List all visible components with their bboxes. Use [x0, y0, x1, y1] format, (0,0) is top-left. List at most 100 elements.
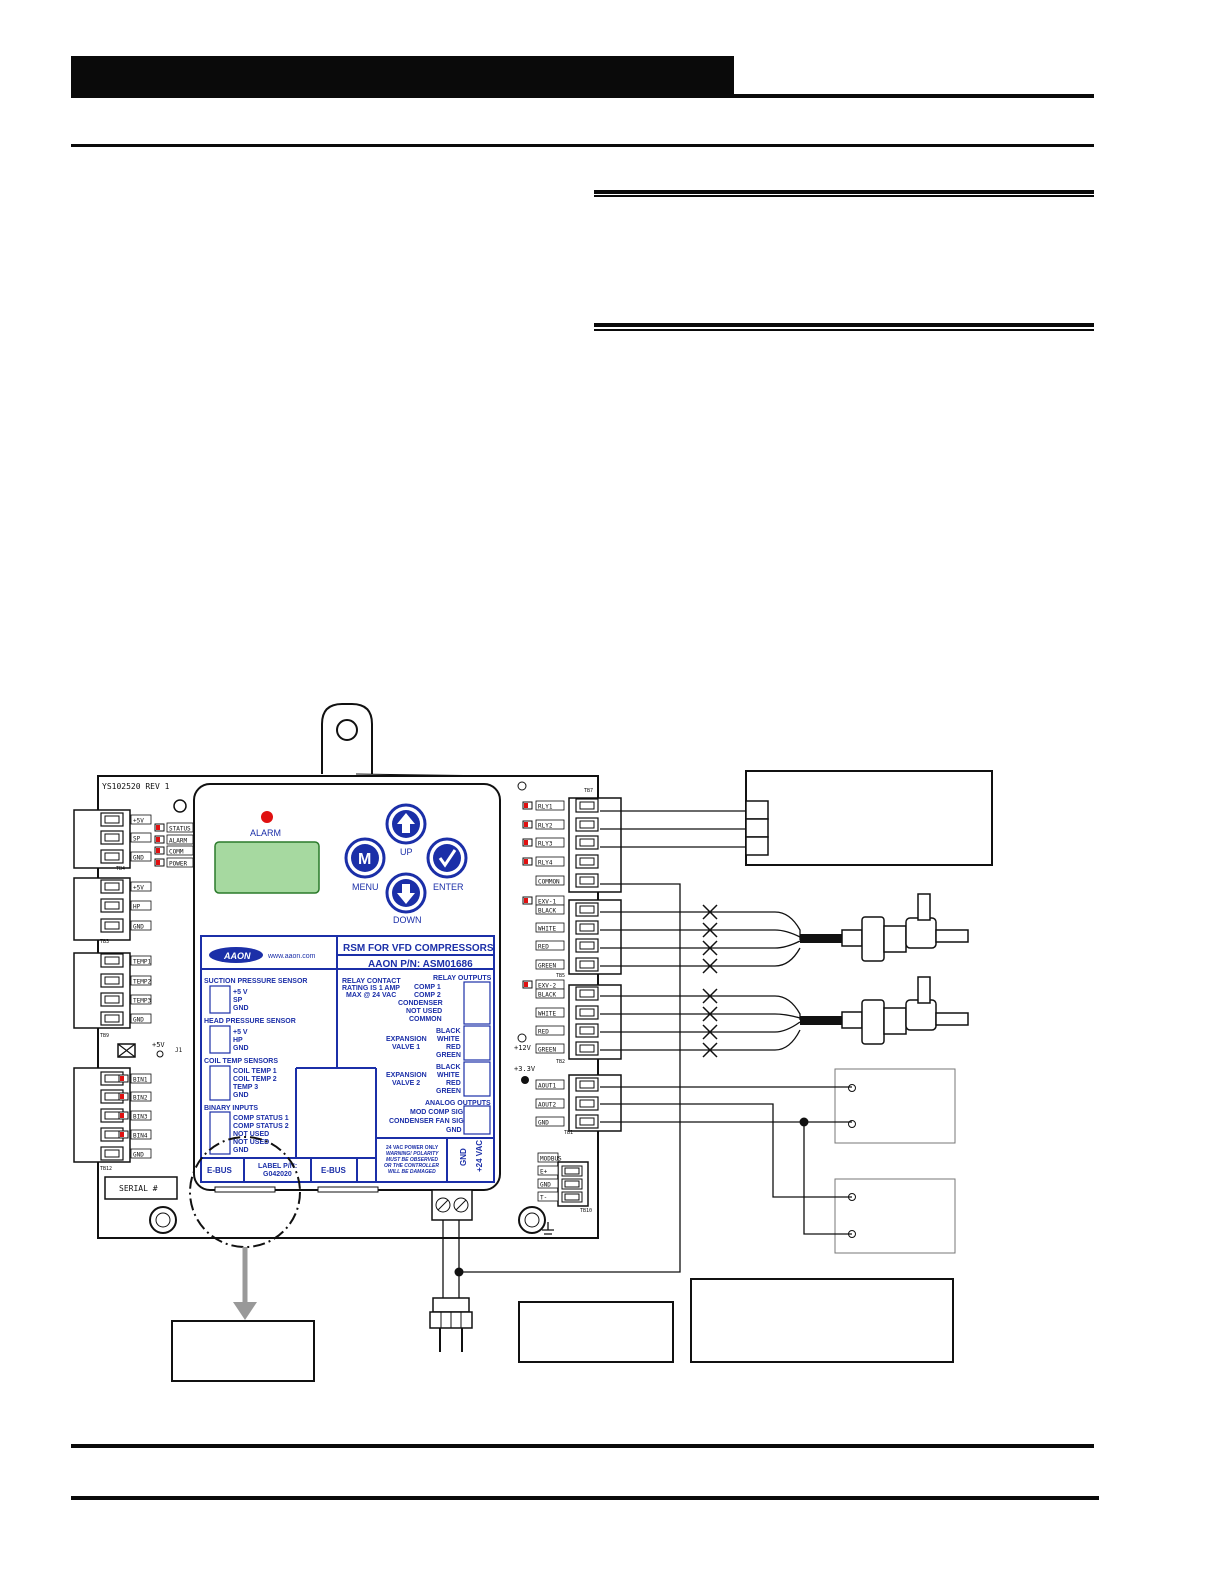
terminal-label: SP [133, 836, 141, 843]
relay-note: RATING IS 1 AMP [342, 985, 400, 992]
binary-pin-label: COMP STATUS 2 [233, 1123, 289, 1130]
coil-pin-label: GND [233, 1092, 249, 1099]
terminal-row: WHITE [535, 920, 599, 935]
relay-pin-label: COMP 1 [414, 984, 441, 991]
exp1-pin-label: GREEN [436, 1052, 461, 1059]
analog-device-2 [834, 1178, 956, 1254]
down-label: DOWN [393, 915, 422, 925]
terminal-label: RED [538, 944, 549, 951]
led-label: ALARM [169, 838, 187, 845]
arrow-down-icon [397, 884, 415, 904]
aaon-logo [209, 947, 263, 963]
tb-label: TB10 [580, 1208, 592, 1214]
wiring-lines [442, 810, 852, 1298]
led-indicator [120, 1076, 124, 1081]
zoom-circle [189, 1136, 301, 1248]
led-indicator [524, 859, 528, 864]
suction-title: SUCTION PRESSURE SENSOR [204, 978, 307, 985]
supply-12v-label: +12V [514, 1044, 532, 1052]
terminal-label: GND [133, 1152, 144, 1159]
website: www.aaon.com [267, 953, 316, 960]
terminal-row: RED [535, 938, 599, 953]
lcd-display [214, 841, 320, 894]
ebus-label-left: E-BUS [207, 1166, 233, 1175]
led-indicator [524, 982, 528, 987]
alarm-led [261, 811, 273, 823]
exp2-title: VALVE 2 [392, 1080, 420, 1087]
left-terminal-labels: +5VSPGND+5VHPGNDTEMP1TEMP2TEMP3GNDBIN1BI… [100, 812, 152, 1161]
power-warning: OR THE CONTROLLER [384, 1163, 439, 1169]
terminal-row: +5V [100, 812, 152, 827]
coil-title: COIL TEMP SENSORS [204, 1058, 278, 1065]
terminal-row: BIN4 [100, 1127, 152, 1142]
tb-label: TB4 [116, 866, 125, 872]
terminal-label: BIN1 [133, 1077, 148, 1084]
down-button[interactable] [385, 872, 427, 914]
section-rule [71, 144, 1094, 147]
terminal-label: MODBUS [540, 1156, 562, 1163]
power-warning: MUST BE OBSERVED [386, 1157, 438, 1163]
tb-label: TB7 [584, 788, 593, 794]
coil-pin-label: COIL TEMP 1 [233, 1068, 277, 1075]
label-pn-value: G042020 [263, 1171, 292, 1178]
head-pin-label: HP [233, 1037, 243, 1044]
terminal-row: GREEN [535, 1041, 599, 1056]
relay-note: RELAY CONTACT [342, 978, 401, 985]
header-rule [71, 94, 1094, 98]
terminal-row: RLY4 [522, 854, 599, 869]
terminal-row: RED [535, 1023, 599, 1038]
power-warning: WARNING! POLARITY [386, 1151, 439, 1157]
led-indicator [524, 898, 528, 903]
exp2-pin-label: WHITE [437, 1072, 460, 1079]
led-label: POWER [169, 861, 187, 868]
tb-label: TB5 [556, 973, 565, 979]
terminal-row: BLACK [535, 902, 599, 917]
label-pn: LABEL P/N: [258, 1163, 297, 1170]
binary-pin-label: COMP STATUS 1 [233, 1115, 289, 1122]
terminal-row: RLY2 [522, 817, 599, 832]
menu-button[interactable]: M [344, 837, 386, 879]
terminal-label: EXV-1 [538, 899, 556, 906]
coil-pin-label: TEMP 3 [233, 1084, 258, 1091]
serial-box [104, 1176, 178, 1200]
enter-button[interactable] [426, 837, 468, 879]
terminal-row: HP [100, 898, 152, 913]
terminal-label: BLACK [538, 908, 556, 915]
terminal-label: GND [540, 1182, 551, 1189]
terminal-label: AOUT1 [538, 1083, 556, 1090]
label-grid [200, 935, 495, 1183]
terminal-row: TEMP1 [100, 953, 151, 968]
terminal-row: RLY3 [522, 835, 599, 850]
terminal-label: BIN4 [133, 1133, 148, 1140]
terminal-label: +5V [133, 818, 144, 825]
power-plug [429, 1297, 473, 1352]
terminal-label: GREEN [538, 1047, 556, 1054]
terminal-row: SP [100, 830, 152, 845]
aaon-logo-text: AAON [223, 951, 251, 961]
expansion-valve-1 [800, 893, 969, 962]
coil-pin-label: COIL TEMP 2 [233, 1076, 277, 1083]
arrow-up-icon [397, 813, 415, 833]
up-button[interactable] [385, 803, 427, 845]
tb-label: TB2 [556, 1059, 565, 1065]
head-pin-label: GND [233, 1045, 249, 1052]
callout-box-power [518, 1301, 674, 1363]
tb-label: TB1 [564, 1130, 573, 1136]
terminal-label: GND [133, 924, 144, 931]
terminal-row: MODBUS [537, 1152, 562, 1163]
terminal-row: BIN1 [100, 1071, 152, 1086]
tb-label: TB12 [100, 1166, 112, 1172]
terminal-label: GND [538, 1120, 549, 1127]
terminal-label: WHITE [538, 1011, 556, 1018]
mounting-screw-tl [173, 799, 187, 813]
supply-33v-label: +3.3V [514, 1065, 536, 1073]
exp2-pin-label: RED [446, 1080, 461, 1087]
terminal-row: T- [537, 1191, 583, 1203]
suction-pin-label: GND [233, 1005, 249, 1012]
terminal-label: TEMP3 [133, 998, 151, 1005]
terminal-label: +5V [133, 885, 144, 892]
relay-pin-label: COMMON [409, 1016, 442, 1023]
suction-pin-label: +5 V [233, 989, 248, 996]
terminal-row: GND [100, 1146, 152, 1161]
